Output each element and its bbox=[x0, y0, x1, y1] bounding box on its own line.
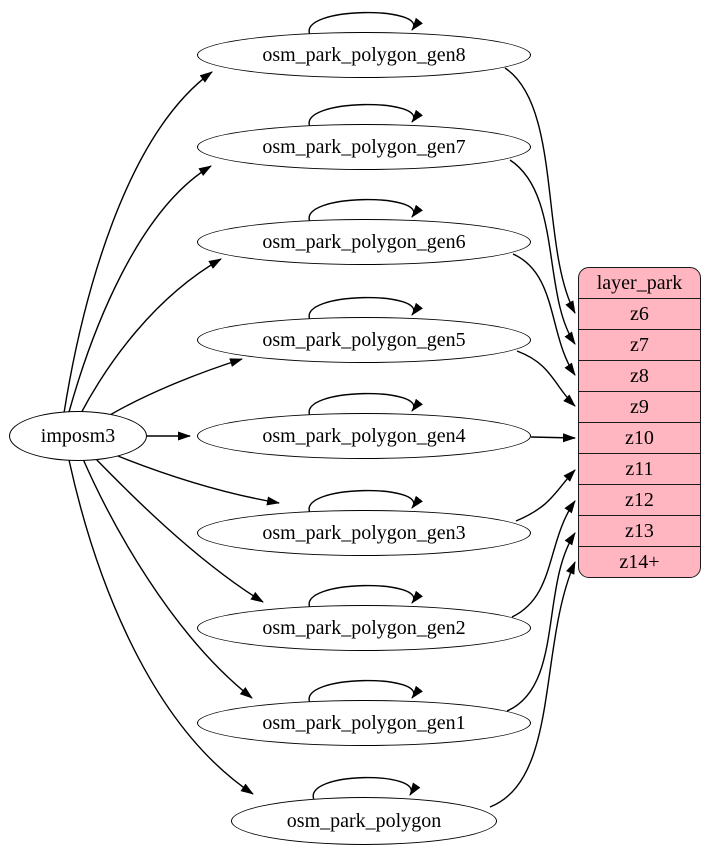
record-title: layer_park bbox=[596, 271, 683, 294]
record-row-z12: z12 bbox=[579, 484, 700, 515]
edge-gen3-z11 bbox=[515, 469, 576, 522]
edge-gen1-z13 bbox=[506, 532, 576, 712]
self-loop-gen4 bbox=[308, 392, 423, 417]
self-loop-gen8 bbox=[308, 11, 423, 36]
record-layer-park: layer_park z6 z7 z8 z9 z10 z11 z12 z13 z… bbox=[578, 267, 701, 578]
record-row-z14: z14+ bbox=[579, 546, 700, 577]
self-loop-gen7 bbox=[308, 103, 423, 128]
node-osm-park-polygon-gen3: osm_park_polygon_gen3 bbox=[197, 510, 531, 556]
node-osm-park-polygon-gen1: osm_park_polygon_gen1 bbox=[197, 700, 531, 746]
edge-imposm3-gen3 bbox=[107, 451, 280, 506]
self-loop-gen6 bbox=[308, 198, 423, 223]
node-osm-park-polygon-gen6: osm_park_polygon_gen6 bbox=[197, 219, 531, 265]
edge-gen4-z10 bbox=[530, 433, 576, 443]
self-loop-gen1 bbox=[308, 679, 423, 704]
record-row-z6: z6 bbox=[579, 298, 700, 329]
node-imposm3-label: imposm3 bbox=[40, 424, 116, 447]
edge-gen8-z6 bbox=[504, 67, 576, 314]
node-label: osm_park_polygon_gen6 bbox=[262, 230, 466, 253]
self-loop-gen3 bbox=[308, 489, 423, 514]
record-row-z13: z13 bbox=[579, 515, 700, 546]
node-imposm3: imposm3 bbox=[9, 411, 147, 461]
edge-imposm3-gen7 bbox=[68, 165, 212, 413]
node-label: osm_park_polygon_gen5 bbox=[262, 328, 466, 351]
edge-gen5-z9 bbox=[516, 350, 576, 407]
edge-imposm3-gen2 bbox=[92, 455, 264, 603]
record-row-z11: z11 bbox=[579, 453, 700, 484]
node-label: osm_park_polygon_gen7 bbox=[262, 135, 466, 158]
node-label: osm_park_polygon_gen2 bbox=[262, 616, 466, 639]
self-loop-gen5 bbox=[308, 296, 423, 321]
edge-gen7-z7 bbox=[509, 159, 576, 345]
edge-imposm3-gen6 bbox=[79, 258, 222, 416]
edge-gen2-z12 bbox=[511, 500, 576, 618]
edge-imposm3-gen5 bbox=[99, 358, 243, 422]
record-row-z8: z8 bbox=[579, 360, 700, 391]
record-row-z7: z7 bbox=[579, 329, 700, 360]
node-osm-park-polygon-gen5: osm_park_polygon_gen5 bbox=[197, 317, 531, 363]
node-osm-park-polygon-gen7: osm_park_polygon_gen7 bbox=[197, 124, 531, 170]
node-label: osm_park_polygon_gen8 bbox=[262, 43, 466, 66]
self-loop-polygon bbox=[312, 776, 421, 801]
node-label: osm_park_polygon_gen1 bbox=[262, 711, 466, 734]
edge-polygon-z14 bbox=[489, 561, 576, 808]
record-row-z9: z9 bbox=[579, 391, 700, 422]
node-osm-park-polygon: osm_park_polygon bbox=[231, 797, 497, 845]
self-loop-gen2 bbox=[308, 584, 423, 609]
edge-gen6-z8 bbox=[512, 253, 576, 376]
node-osm-park-polygon-gen4: osm_park_polygon_gen4 bbox=[197, 413, 531, 459]
edge-imposm3-polygon bbox=[68, 459, 254, 795]
record-row-z10: z10 bbox=[579, 422, 700, 453]
node-label: osm_park_polygon_gen3 bbox=[262, 521, 466, 544]
edge-imposm3-gen1 bbox=[82, 458, 253, 699]
edge-imposm3-gen8 bbox=[63, 71, 213, 414]
node-osm-park-polygon-gen8: osm_park_polygon_gen8 bbox=[197, 32, 531, 78]
node-label: osm_park_polygon_gen4 bbox=[262, 424, 466, 447]
node-osm-park-polygon-gen2: osm_park_polygon_gen2 bbox=[197, 605, 531, 651]
node-label: osm_park_polygon bbox=[286, 809, 442, 832]
